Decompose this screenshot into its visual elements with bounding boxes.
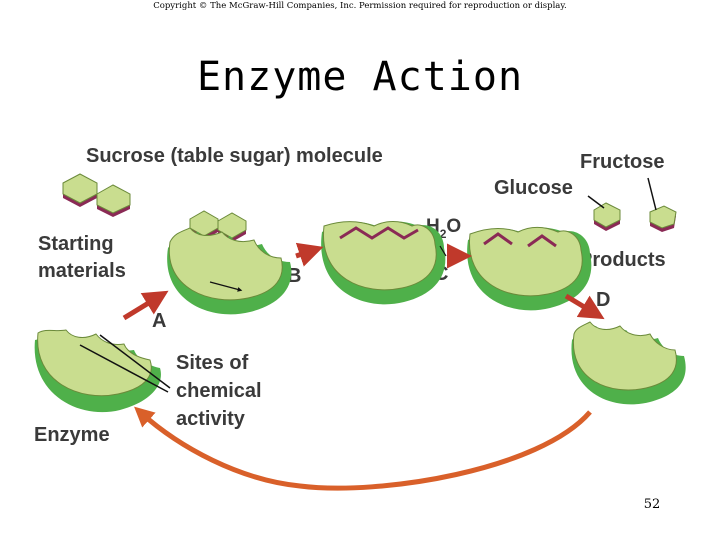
arrow-step-b: [295, 242, 324, 267]
sites-label-line2: chemical: [176, 380, 262, 402]
sites-label-line3: activity: [176, 408, 246, 430]
glucose-molecule: [593, 202, 621, 231]
enzyme-released: [571, 321, 686, 405]
sucrose-label: Sucrose (table sugar) molecule: [86, 145, 383, 167]
water-o: O: [446, 216, 461, 237]
products-label: Products: [579, 249, 666, 271]
arrow-step-a: [122, 290, 169, 321]
glucose-pointer-line: [587, 195, 605, 209]
fructose-pointer-line: [647, 177, 657, 211]
enzyme-products-complex: [467, 227, 592, 311]
binding-motion-arrow: [209, 281, 243, 292]
enzyme-substrate-complex: [321, 221, 446, 305]
sites-label-line1: Sites of: [176, 352, 249, 374]
glucose-label: Glucose: [494, 177, 573, 199]
arrow-step-d: [564, 293, 605, 320]
enzyme-recycle-arrow: [134, 406, 592, 491]
step-a-label: A: [152, 310, 166, 332]
enzyme-binding: [167, 227, 292, 315]
starting-materials-label-line2: materials: [38, 260, 126, 282]
copyright-notice: Copyright © The McGraw-Hill Companies, I…: [153, 1, 567, 11]
active-site-pointer-1: [79, 344, 169, 393]
active-site-pointer-2: [99, 334, 171, 389]
enzyme-label: Enzyme: [34, 424, 110, 446]
enzyme-free: [34, 329, 161, 413]
page-number: 52: [643, 497, 661, 512]
sucrose-molecule: [62, 173, 131, 217]
starting-materials-label-line1: Starting: [38, 233, 114, 255]
slide-title: Enzyme Action: [196, 54, 524, 100]
fructose-molecule: [649, 205, 677, 232]
step-d-label: D: [596, 289, 610, 311]
water-subscript: 2: [440, 227, 447, 241]
water-pointer-line: [439, 245, 447, 257]
fructose-label: Fructose: [580, 151, 664, 173]
